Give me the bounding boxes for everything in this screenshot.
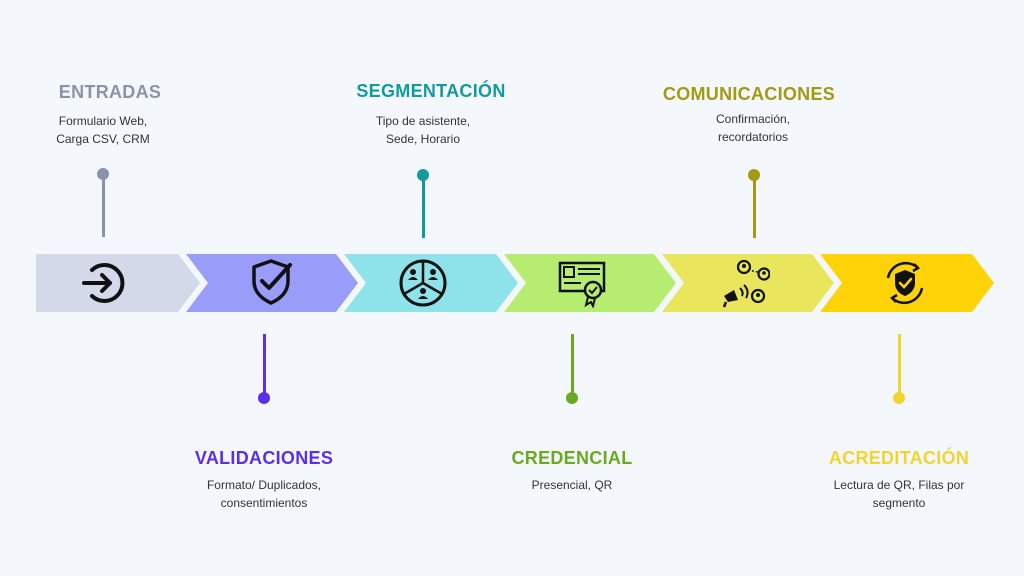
megaphone-contacts-icon [722,259,770,308]
shield-check-cycle-icon [886,261,924,305]
connector-line [421,176,425,238]
step-desc-credencial: Presencial, QR [472,476,672,494]
connector-dot [97,168,109,180]
desc-line: Lectura de QR, Filas por [833,478,965,492]
connector-line [752,176,756,238]
desc-line: consentimientos [220,496,308,510]
step-desc-entradas: Formulario Web, Carga CSV, CRM [3,112,203,148]
step-desc-validaciones: Formato/ Duplicados, consentimientos [164,476,364,512]
connector-line [570,334,574,396]
desc-line: Sede, Horario [385,132,461,146]
desc-line: Formulario Web, [58,114,148,128]
step-desc-acreditacion: Lectura de QR, Filas por segmento [799,476,999,512]
desc-line: Confirmación, [715,112,791,126]
shield-check-icon [252,259,292,305]
user-segments-icon [399,259,447,307]
step-desc-segmentacion: Tipo de asistente, Sede, Horario [323,112,523,148]
desc-line: Presencial, QR [531,478,613,492]
desc-line: Tipo de asistente, [375,114,471,128]
desc-line: Carga CSV, CRM [56,132,150,146]
step-desc-comunicaciones: Confirmación, recordatorios [653,110,853,146]
sign-in-arrow-icon [82,263,125,303]
step-arrow-segmentacion [344,254,518,312]
desc-line: recordatorios [717,130,789,144]
connector-dot [258,392,270,404]
connector-dot [748,169,760,181]
connector-dot [566,392,578,404]
certificate-badge-icon [558,261,606,308]
desc-line: Formato/ Duplicados, [206,478,322,492]
step-title-validaciones: VALIDACIONES [194,448,334,468]
step-title-credencial: CREDENCIAL [511,448,633,468]
connector-line [101,175,105,237]
connector-dot [893,392,905,404]
step-arrow-entradas [36,254,200,312]
step-title-segmentacion: SEGMENTACIÓN [356,81,506,101]
connector-line [897,334,901,396]
step-title-entradas: ENTRADAS [58,82,162,102]
step-arrow-comunicaciones [662,254,834,312]
connector-line [262,334,266,396]
desc-line: segmento [872,496,926,510]
step-title-acreditacion: ACREDITACIÓN [828,448,970,468]
connector-dot [417,169,429,181]
step-title-comunicaciones: COMUNICACIONES [662,84,836,104]
